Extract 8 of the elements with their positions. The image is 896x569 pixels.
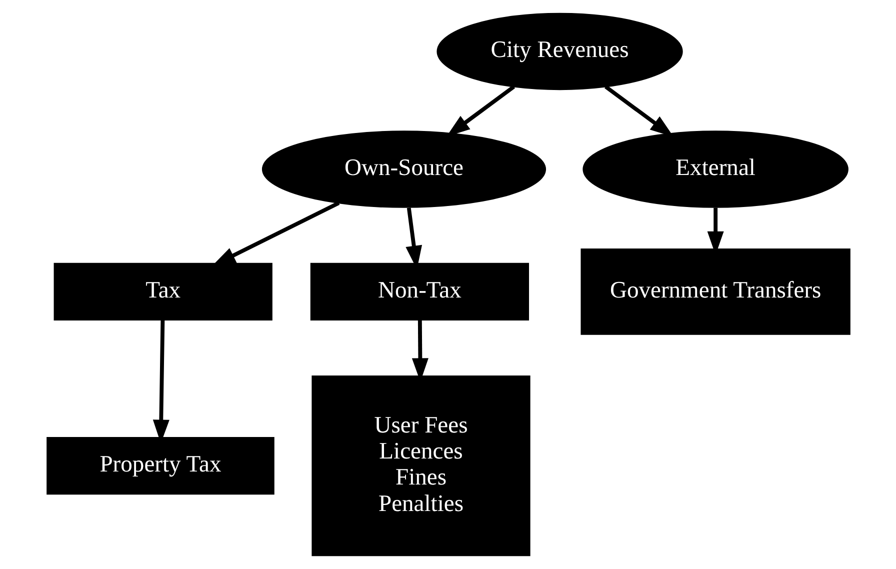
node-ellipse: City Revenues — [436, 12, 682, 90]
node-ellipse: Own-Source — [261, 130, 546, 208]
node-ellipse: External — [582, 130, 848, 208]
node-box: Tax — [53, 262, 272, 320]
node-box: Government Transfers — [580, 248, 850, 335]
node-box: Property Tax — [46, 437, 274, 495]
node-box: Non-Tax — [310, 262, 529, 320]
node-box: User Fees Licences Fines Penalties — [311, 376, 530, 556]
